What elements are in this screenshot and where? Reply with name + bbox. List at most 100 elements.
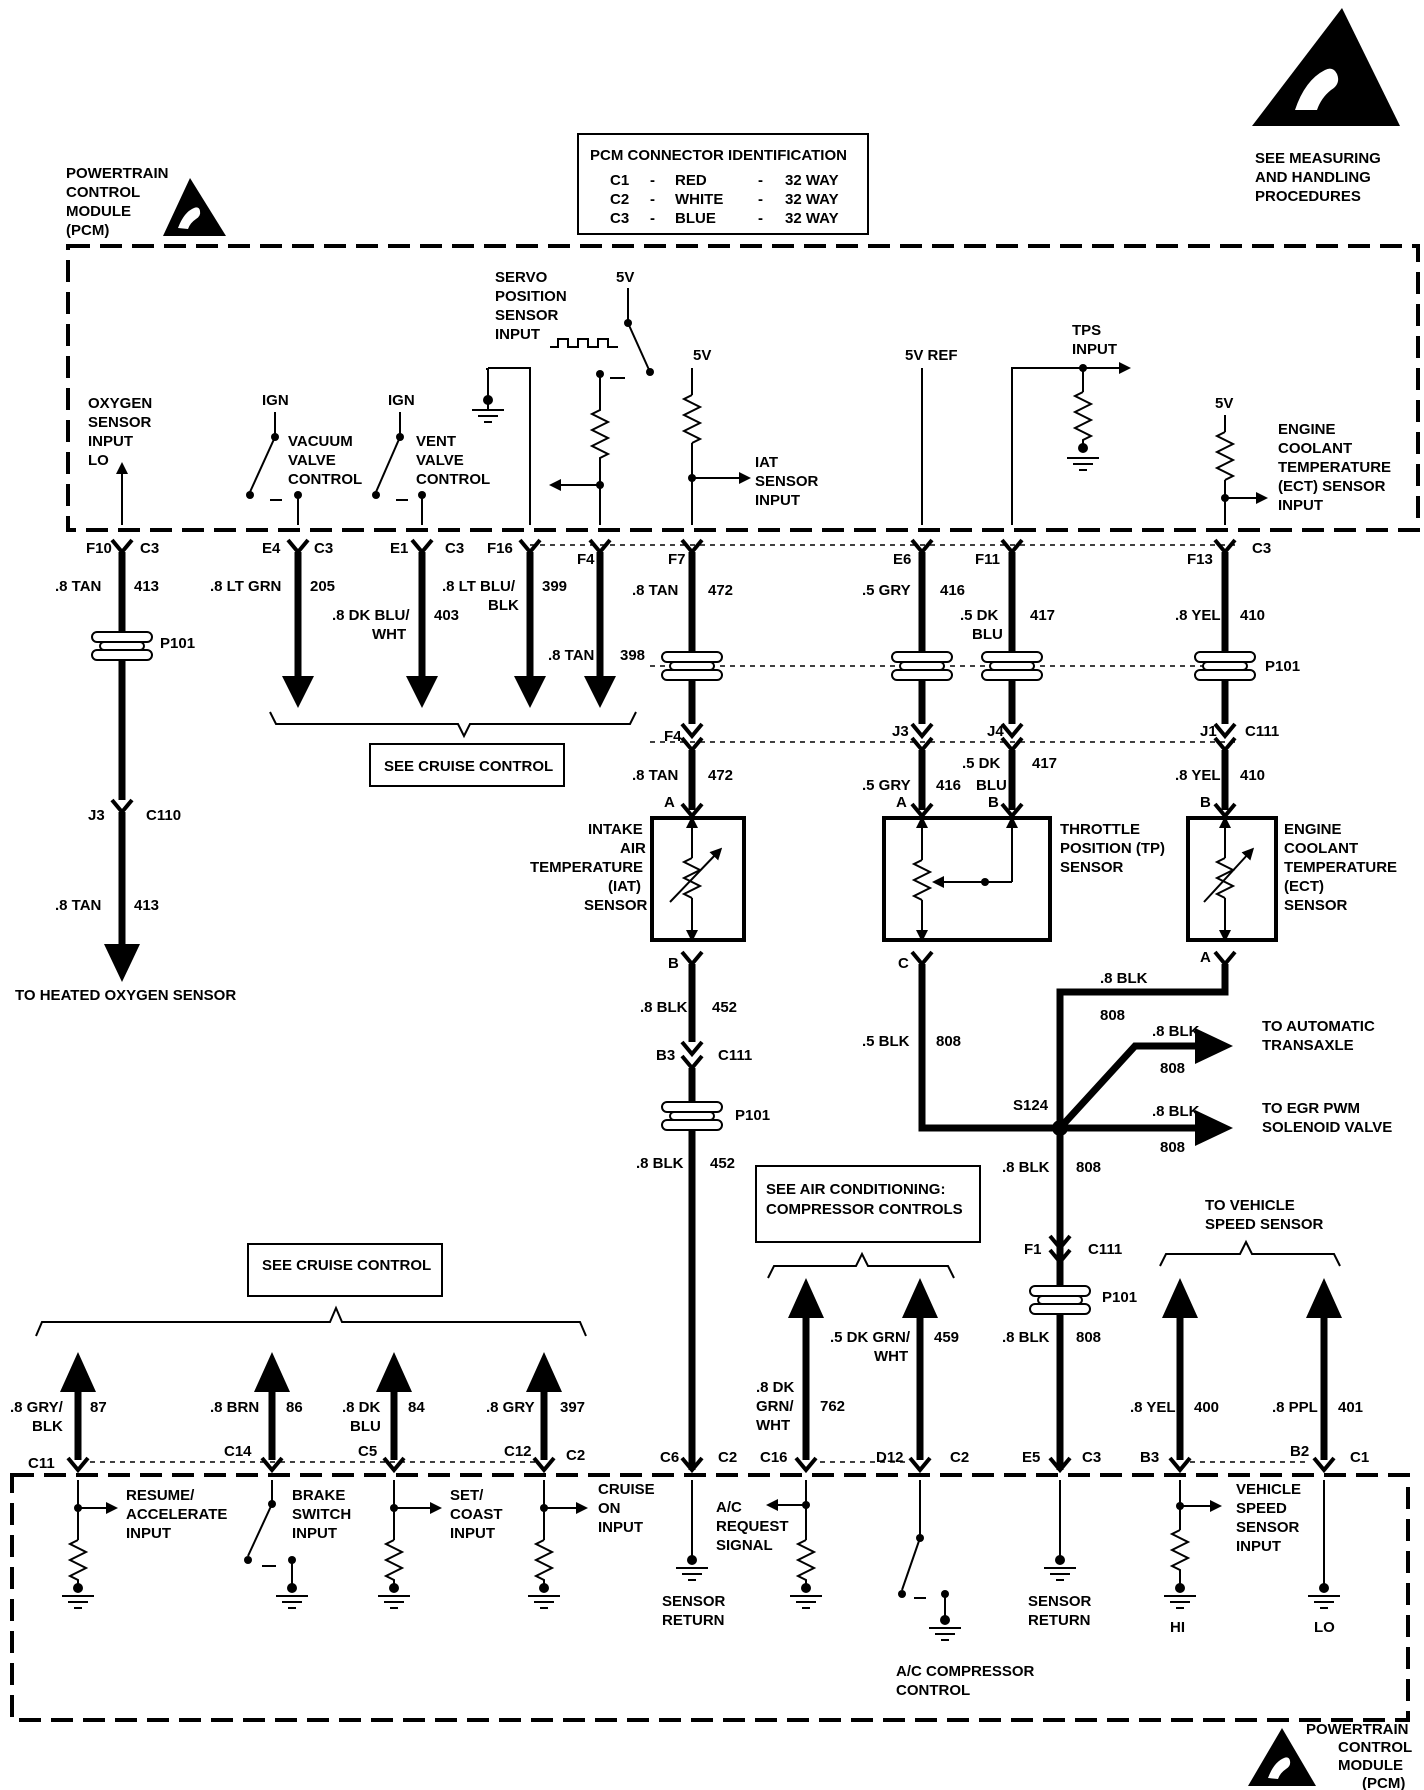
- set-label-2: COAST: [450, 1506, 503, 1523]
- iat-sensor-box: [650, 816, 746, 942]
- brake-label-2: SWITCH: [292, 1506, 351, 1523]
- acreq-circuit: 762: [820, 1398, 845, 1415]
- see-ac-line1: SEE AIR CONDITIONING:: [766, 1181, 945, 1198]
- ect-sensor-box: [1186, 816, 1278, 942]
- vref-circuit: 416: [940, 582, 965, 599]
- iat-5v-label: 5V: [693, 347, 711, 364]
- p101-iat: [661, 1101, 723, 1131]
- svg-text:-: -: [650, 210, 655, 227]
- tps-circuit: [1011, 362, 1131, 525]
- iat-input-label-2: SENSOR: [755, 473, 819, 490]
- resume-label-3: INPUT: [126, 1525, 171, 1542]
- vss-label-3: SENSOR: [1236, 1519, 1300, 1536]
- svg-text:-: -: [650, 191, 655, 208]
- vent-label-2: VALVE: [416, 452, 464, 469]
- ac-compressor-label-1: A/C COMPRESSOR: [896, 1663, 1035, 1680]
- ac-brace: [767, 1251, 955, 1279]
- c111-symbols: [680, 722, 1237, 754]
- tp-pin-a: A: [896, 794, 907, 811]
- pcm-upper-box: [66, 244, 1420, 532]
- pin-c12: C12: [504, 1443, 532, 1460]
- pcm-bottom-label-1: POWERTRAIN: [1306, 1721, 1409, 1738]
- oxy-circuit: 413: [134, 578, 159, 595]
- bottom-up-arrows: [60, 1278, 1342, 1460]
- pcm-bottom-label-2: CONTROL: [1338, 1739, 1412, 1756]
- set-gauge-2: BLU: [350, 1418, 381, 1435]
- iat-label-1: INTAKE: [588, 821, 643, 838]
- vss-lo-circuit: 401: [1338, 1399, 1363, 1416]
- pin-f11: F11: [975, 551, 1000, 568]
- svg-text:-: -: [758, 172, 763, 189]
- oxygen-label-1: OXYGEN: [88, 395, 152, 412]
- servo-circuit: [472, 288, 654, 525]
- p101-label-row: P101: [1265, 658, 1300, 675]
- svg-text:-: -: [758, 210, 763, 227]
- conn-c3-oxy: C3: [140, 540, 159, 557]
- pin-j3-c110: J3: [88, 807, 105, 824]
- iat-bottom-connector: [680, 950, 704, 968]
- resume-label-1: RESUME/: [126, 1487, 195, 1504]
- vent-label-1: VENT: [416, 433, 456, 450]
- connector-row-c3: C3 - BLUE - 32 WAY: [610, 210, 839, 227]
- set-gauge-1: .8 DK: [342, 1399, 381, 1416]
- ect-label-3: TEMPERATURE: [1284, 859, 1397, 876]
- pin-j4-c111: J4: [987, 723, 1004, 740]
- vent-label-3: CONTROL: [416, 471, 490, 488]
- cruise-brace-bottom: [35, 1305, 587, 1337]
- vss-hi-label: HI: [1170, 1619, 1185, 1636]
- conn-c2-c6: C2: [718, 1449, 737, 1466]
- c111-tpa-gauge: .5 GRY: [862, 777, 911, 794]
- warning-caption-line1: SEE MEASURING: [1255, 150, 1381, 167]
- heated-oxygen-dest: TO HEATED OXYGEN SENSOR: [15, 987, 236, 1004]
- egr-dest-1: TO EGR PWM: [1262, 1100, 1360, 1117]
- pcm-label-line3: MODULE: [66, 203, 131, 220]
- svg-text:WHITE: WHITE: [675, 191, 723, 208]
- pin-b3-c111: B3: [656, 1047, 675, 1064]
- brake-input-circuit: [244, 1480, 308, 1609]
- c111-iat-gauge: .8 TAN: [632, 767, 678, 784]
- tp-pin-c: C: [898, 955, 909, 972]
- egr-circuit: 808: [1160, 1139, 1185, 1156]
- vacuum-label-3: CONTROL: [288, 471, 362, 488]
- oxygen-label-4: LO: [88, 452, 109, 469]
- trans-dest-2: TRANSAXLE: [1262, 1037, 1354, 1054]
- tp-pin-b: B: [988, 794, 999, 811]
- pin-f4: F4: [577, 551, 595, 568]
- trans-gauge: .8 BLK: [1152, 1023, 1200, 1040]
- set-circuit: 84: [408, 1399, 425, 1416]
- ac-compressor-label-2: CONTROL: [896, 1682, 970, 1699]
- vent-switch: [372, 412, 426, 525]
- pin-j3-c111: J3: [892, 723, 909, 740]
- c111-tpb-gauge-2: BLU: [976, 777, 1007, 794]
- accomp-circuit: 459: [934, 1329, 959, 1346]
- cruise-on-input-circuit: [528, 1480, 588, 1609]
- down2-circuit: 808: [1076, 1329, 1101, 1346]
- tp-top-connectors: [910, 802, 1024, 820]
- down1-gauge: .8 BLK: [1002, 1159, 1050, 1176]
- b3-c111-symbol: [680, 1040, 704, 1072]
- resume-label-2: ACCELERATE: [126, 1506, 227, 1523]
- conn-c1: C1: [1350, 1449, 1369, 1466]
- conn-c111-row: C111: [1245, 723, 1279, 740]
- pcm-bottom-label-3: MODULE: [1338, 1757, 1403, 1774]
- oxy-down-arrow: [104, 944, 140, 982]
- connector-row-c1: C1 - RED - 32 WAY: [610, 172, 839, 189]
- iat-circuit: 472: [708, 582, 733, 599]
- svg-text:32 WAY: 32 WAY: [785, 191, 839, 208]
- servo-label-1: SERVO: [495, 269, 548, 286]
- pin-d12: D12: [876, 1449, 904, 1466]
- tp-ground-gauge: .5 BLK: [862, 1033, 910, 1050]
- servo-label-4: INPUT: [495, 326, 540, 343]
- tp-label-1: THROTTLE: [1060, 821, 1140, 838]
- conn-c2-on: C2: [566, 1447, 585, 1464]
- iat-ground-circuit-2: 452: [710, 1155, 735, 1172]
- ac-request-circuit: [766, 1480, 822, 1609]
- trans-dest-1: TO AUTOMATIC: [1262, 1018, 1375, 1035]
- pin-f16: F16: [487, 540, 513, 557]
- vac-gauge: .8 LT GRN: [210, 578, 281, 595]
- trans-circuit: 808: [1160, 1060, 1185, 1077]
- connector-row-c2: C2 - WHITE - 32 WAY: [610, 191, 839, 208]
- vacuum-switch: [246, 412, 302, 525]
- egr-dest-2: SOLENOID VALVE: [1262, 1119, 1392, 1136]
